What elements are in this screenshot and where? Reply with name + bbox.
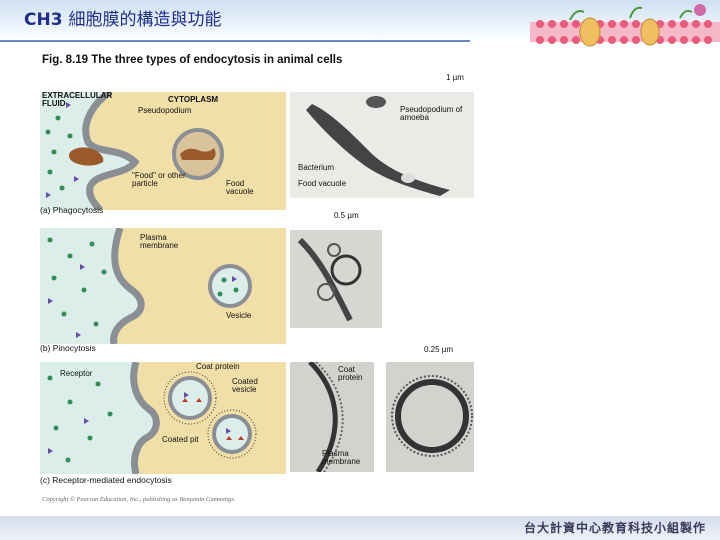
- chapter-title: 細胞膜的構造與功能: [69, 10, 222, 30]
- label-vesicle: Vesicle: [226, 312, 251, 320]
- pinocytosis-micrograph: [290, 230, 382, 328]
- label-amoeba-pseudopodium: Pseudopodium of amoeba: [400, 106, 470, 123]
- scale-0-5um: 0.5 µm: [334, 212, 359, 220]
- label-food-particle: "Food" or other particle: [132, 172, 196, 189]
- label-coated-vesicle: Coated vesicle: [232, 378, 276, 395]
- label-pseudopodium: Pseudopodium: [138, 107, 191, 115]
- footer-credit: 台大計資中心教育科技小組製作: [524, 519, 706, 536]
- caption-pinocytosis: (b) Pinocytosis: [40, 344, 96, 353]
- label-coated-pit: Coated pit: [162, 436, 202, 444]
- label-receptor: Receptor: [60, 370, 92, 378]
- scale-0-25um: 0.25 µm: [424, 346, 453, 354]
- slide-title: CH3 細胞膜的構造與功能: [24, 5, 222, 30]
- chapter-code: CH3: [24, 10, 63, 30]
- figure-title: Fig. 8.19 The three types of endocytosis…: [42, 54, 342, 66]
- membrane-decoration-icon: [530, 0, 720, 55]
- label-micro-food-vacuole: Food vacuole: [298, 180, 346, 188]
- coated-vesicle-micrograph: [386, 362, 474, 472]
- label-food-vacuole: Food vacuole: [226, 180, 268, 197]
- label-extracellular-fluid: EXTRACELLULAR FLUID: [42, 92, 122, 109]
- label-micro-coat-protein: Coat protein: [338, 366, 378, 383]
- endocytosis-figure: Fig. 8.19 The three types of endocytosis…: [28, 44, 496, 516]
- slide-footer: 台大計資中心教育科技小組製作: [0, 516, 720, 540]
- slide-header: CH3 細胞膜的構造與功能: [0, 0, 720, 42]
- label-plasma-membrane: Plasma membrane: [140, 234, 200, 251]
- label-cytoplasm: CYTOPLASM: [168, 96, 218, 104]
- label-coat-protein: Coat protein: [196, 363, 240, 371]
- caption-phagocytosis: (a) Phagocytosis: [40, 206, 103, 215]
- label-bacterium: Bacterium: [298, 164, 334, 172]
- caption-receptor-mediated: (c) Receptor-mediated endocytosis: [40, 476, 172, 485]
- label-micro-plasma-membrane: Plasma membrane: [322, 450, 368, 467]
- copyright-notice: Copyright © Pearson Education, Inc., pub…: [42, 496, 235, 503]
- header-divider: [0, 40, 470, 42]
- scale-1um: 1 µm: [446, 74, 464, 82]
